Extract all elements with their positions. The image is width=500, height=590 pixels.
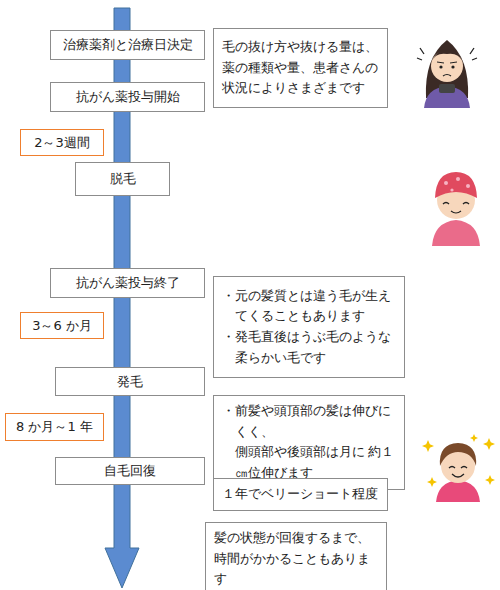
note-box: １年でベリーショート程度 <box>213 478 388 511</box>
process-box: 抗がん薬投与終了 <box>50 268 205 298</box>
node-text: 髪の状態が回復するまで、 時間がかかることもあります <box>214 528 382 590</box>
eyes <box>449 467 467 469</box>
eye <box>439 65 442 68</box>
duration-box: 8 か月～1 年 <box>5 413 104 441</box>
mouth <box>443 75 451 77</box>
recovered-person <box>422 434 495 502</box>
phone <box>439 84 455 93</box>
mouth <box>452 474 464 477</box>
duration-box: 2～3週間 <box>20 129 104 156</box>
process-box: 抗がん薬投与開始 <box>50 82 205 112</box>
duration-box: 3～6 か月 <box>20 312 104 339</box>
node-text: 発毛 <box>117 373 143 391</box>
eye <box>451 65 454 68</box>
process-box: 発毛 <box>55 367 205 396</box>
eyes <box>443 203 469 205</box>
face <box>431 50 463 82</box>
shirt <box>432 220 480 246</box>
note-box: 毛の抜け方や抜ける量は、 薬の種類や量、患者さんの 状況によりさまざまです <box>213 28 388 108</box>
node-text: 2～3週間 <box>34 134 90 152</box>
hair <box>426 40 468 98</box>
node-text: 自毛回復 <box>104 462 156 480</box>
dot <box>450 188 453 191</box>
short-hair <box>440 443 476 466</box>
sparkle <box>483 438 495 450</box>
process-box: 治療薬剤と治療日決定 <box>50 30 205 60</box>
process-box: 脱毛 <box>75 162 170 196</box>
worry-lines <box>417 48 477 60</box>
note-box: ・前髪や頭頂部の髪は伸びに くく、側頭部や後頭部は月に 約１㎝位伸びます <box>213 395 405 490</box>
node-text: １年でベリーショート程度 <box>222 484 383 505</box>
mouth <box>451 211 461 213</box>
note-box: ・元の髪質とは違う毛が生え てくることもあります・発毛直後はうぶ毛のような 柔ら… <box>213 276 405 378</box>
dot <box>444 181 448 185</box>
bandana <box>435 172 477 198</box>
node-text: 毛の抜け方や抜ける量は、 薬の種類や量、患者さんの 状況によりさまざまです <box>222 37 383 99</box>
sparkle <box>427 477 437 487</box>
sparkle <box>422 440 434 452</box>
node-text: ・発毛直後はうぶ毛のような 柔らかい毛です <box>222 327 400 368</box>
sparkle <box>470 434 478 442</box>
node-text: ・前髪や頭頂部の髪は伸びに くく、側頭部や後頭部は月に 約１㎝位伸びます <box>222 401 400 484</box>
bangs <box>431 49 463 62</box>
dot <box>466 184 470 188</box>
node-text: 治療薬剤と治療日決定 <box>63 36 193 54</box>
node-text: 抗がん薬投与開始 <box>76 88 180 106</box>
node-text: ・元の髪質とは違う毛が生え てくることもあります <box>222 286 400 327</box>
shirt <box>436 480 480 502</box>
node-text: 抗がん薬投与終了 <box>76 274 180 292</box>
worried-person <box>417 40 477 108</box>
brows <box>437 62 457 63</box>
node-text: 3～6 か月 <box>32 317 92 335</box>
note-box: 髪の状態が回復するまで、 時間がかかることもあります <box>205 522 387 590</box>
node-text: 脱毛 <box>110 170 136 188</box>
process-box: 自毛回復 <box>55 457 205 485</box>
node-text: 8 か月～1 年 <box>16 418 93 436</box>
bandana-person <box>432 172 480 246</box>
sparkle <box>485 475 495 485</box>
dot <box>456 177 460 181</box>
